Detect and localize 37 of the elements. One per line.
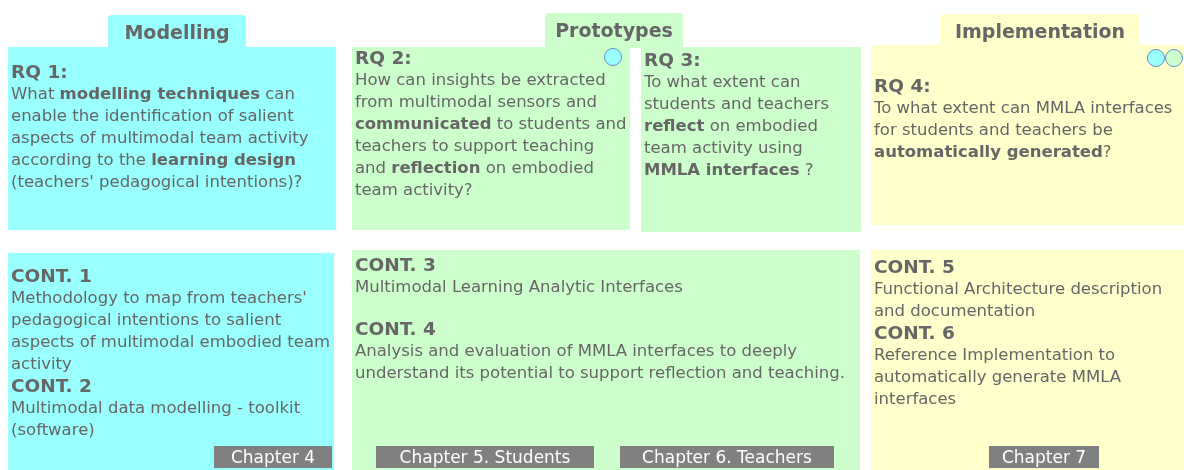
circle-icon <box>1147 49 1165 67</box>
chapter-tag: Chapter 7 <box>989 446 1099 468</box>
column-heading: Modelling <box>108 15 246 48</box>
contribution-label: CONT. 1 <box>11 265 93 287</box>
contribution-text: Analysis and evaluation of MMLA interfaces to deeply understand its potential to support reflection and teaching. <box>355 340 846 384</box>
chapter-tag: Chapter 4 <box>214 446 332 468</box>
content-card <box>871 45 1184 225</box>
question-label: RQ 1: <box>11 61 69 83</box>
question-text: How can insights be extracted from multimodal sensors and communicated to students and teachers to support teaching and reflection on embodied team activity? <box>355 69 627 201</box>
content-card <box>352 250 860 470</box>
circle-icon <box>604 48 622 66</box>
circle-icon <box>1165 49 1183 67</box>
content-card <box>352 47 630 230</box>
content-card <box>8 253 334 470</box>
content-card <box>8 47 336 230</box>
content-card <box>871 250 1184 470</box>
chapter-tag: Chapter 6. Teachers <box>620 446 834 468</box>
question-text: To what extent can students and teachers reflect on embodied team activity using MMLA interfaces ? <box>644 71 830 181</box>
contribution-text: Methodology to map from teachers' pedagogical intentions to salient aspects of multimodal embodied team activity <box>11 287 331 375</box>
contribution-label: CONT. 2 <box>11 375 93 397</box>
contribution-text: Reference Implementation to automatically generate MMLA interfaces <box>874 344 1123 410</box>
contribution-label: CONT. 3 <box>355 254 437 276</box>
contribution-text: Functional Architecture description and documentation <box>874 278 1164 322</box>
question-label: RQ 4: <box>874 75 932 97</box>
chapter-tag: Chapter 5. Students <box>376 446 594 468</box>
contribution-text: Multimodal data modelling - toolkit (software) <box>11 397 302 441</box>
question-text: To what extent can MMLA interfaces for students and teachers be automatically generated? <box>874 97 1174 163</box>
column-heading: Implementation <box>940 14 1140 47</box>
column-heading: Prototypes <box>545 13 683 48</box>
question-label: RQ 2: <box>355 47 413 69</box>
question-label: RQ 3: <box>644 49 702 71</box>
content-card <box>641 47 861 232</box>
contribution-label: CONT. 4 <box>355 318 437 340</box>
question-text: What modelling techniques can enable the identification of salient aspects of multimodal team activity according to the learning design (teachers' pedagogical intentions)? <box>11 83 310 193</box>
contribution-text: Multimodal Learning Analytic Interfaces <box>355 276 684 298</box>
contribution-label: CONT. 5 <box>874 256 956 278</box>
contribution-label: CONT. 6 <box>874 322 956 344</box>
